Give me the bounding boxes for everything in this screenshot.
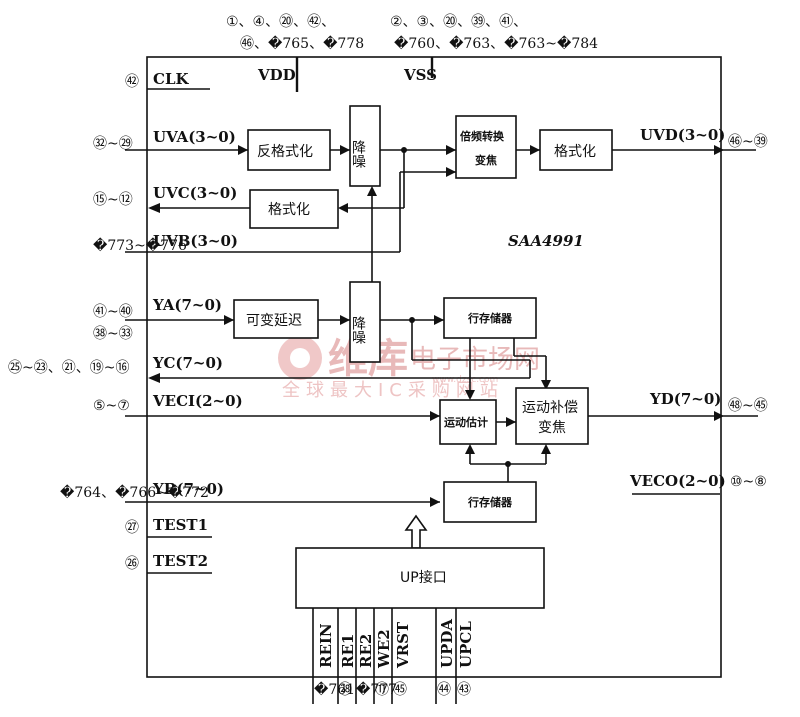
pin-uvc-label: UVC(3~0) (153, 184, 237, 202)
pin-re1-number: ㉘ (338, 682, 352, 698)
block-line-memory-2-label: 行存储器 (467, 495, 513, 509)
block-reformat (247, 129, 331, 171)
pin-veco-number: ⑩~⑧ (730, 474, 767, 490)
pin-clk-label: CLK (153, 70, 189, 88)
watermark: 维库 电子市场网 www.dzsc.com 全球最大IC采购网站 (278, 336, 540, 401)
block-noise-reduction-2-label: 降噪 (350, 316, 366, 344)
block-format-uvc-label: 格式化 (268, 202, 310, 218)
pin-clk-number: ㊷ (125, 74, 139, 90)
pin-upda-number: ㊹ (437, 682, 451, 698)
pin-we2-label: WE2 (375, 629, 393, 669)
vdd-pins-line1: ①、④、⑳、㊷、 (226, 14, 335, 30)
pin-yb-label: YB(7~0) (152, 480, 224, 498)
block-line-memory-1-label: 行存储器 (467, 311, 513, 325)
block-frequency-conversion-label2: 变焦 (475, 153, 497, 167)
pin-test1-number: ㉗ (125, 520, 139, 536)
pin-ya-number: ㊶~㊵ (93, 304, 133, 320)
block-up-interface-label: UP接口 (400, 569, 447, 586)
block-motion-estimation-label: 运动估计 (444, 415, 488, 429)
bottom-pins: REIN RE1 RE2 WE2 VRST UPDA UPCL �761 ㉘ �… (312, 608, 475, 704)
pin-upda-label: UPDA (438, 619, 456, 668)
block-format-uvc (249, 189, 339, 229)
vss-label: VSS (403, 66, 437, 84)
pin-uva-number: ㉜~㉙ (93, 136, 133, 152)
block-reformat-label: 反格式化 (257, 144, 313, 160)
pin-veci-label: VECI(2~0) (152, 392, 243, 410)
pin-re2-number: �777 (356, 681, 397, 698)
pin-upcl-number: ㊸ (457, 682, 471, 698)
chip-outline (146, 56, 722, 678)
block-noise-reduction-1-label: 降噪 (350, 140, 366, 168)
block-format-output-label: 格式化 (554, 144, 596, 160)
pin-test2-number: ㉖ (125, 556, 139, 572)
block-noise-reduction-2 (349, 281, 381, 363)
pin-uvb-label: UVB(3~0) (153, 232, 238, 250)
watermark-slogan: 全球最大IC采购网站 (282, 380, 504, 401)
block-motion-estimation (439, 399, 497, 445)
block-noise-reduction-1 (349, 105, 381, 187)
pin-vrst-label: VRST (394, 621, 412, 669)
watermark-url: www.dzsc.com (432, 375, 498, 385)
vdd-pins-line2: ㊻、�765、�778 (240, 35, 364, 52)
block-motion-compensation-label: 运动补偿 (522, 400, 578, 416)
vss-pins-line1: ②、③、⑳、㊴、㊶、 (390, 14, 527, 30)
up-interface-arrow-icon (404, 514, 428, 549)
pin-we2-number: ⑪ (375, 682, 389, 698)
pin-uvd-number: ㊻~㊴ (728, 134, 768, 150)
pin-uvb-number: �773~�776 (93, 237, 187, 254)
pin-uvc-number: ⑮~⑫ (93, 192, 133, 208)
pin-veci-number: ⑤~⑦ (93, 398, 130, 414)
block-format-output (539, 129, 613, 171)
block-line-memory-2 (443, 481, 537, 523)
pin-yc-label: YC(7~0) (152, 354, 223, 372)
pin-rein-label: REIN (317, 623, 335, 668)
block-up-interface (295, 547, 545, 609)
pin-vrst-number: ㊺ (393, 682, 407, 698)
chip-name: SAA4991 (508, 232, 584, 250)
pin-re2-label: RE2 (357, 634, 375, 668)
pin-veco-label: VECO(2~0) (629, 472, 726, 490)
vss-pins-line2: �760、�763、�763~�784 (394, 35, 598, 52)
pin-yd-label: YD(7~0) (649, 390, 721, 408)
pin-yc-number: ㉕~㉓、㉑、⑲~⑯ (8, 360, 129, 376)
block-motion-compensation-label2: 变焦 (538, 420, 566, 436)
block-frequency-conversion-label: 倍频转换 (460, 129, 505, 143)
block-motion-compensation (515, 387, 589, 445)
pin-ya-label: YA(7~0) (152, 296, 222, 314)
pin-upcl-label: UPCL (457, 621, 475, 668)
pin-ya2-number: ㊳~㉝ (93, 326, 133, 342)
pin-re1-label: RE1 (339, 634, 357, 668)
vdd-label: VDD (257, 66, 296, 84)
pin-test1-label: TEST1 (153, 516, 208, 534)
pin-uva-label: UVA(3~0) (153, 128, 236, 146)
pin-test2-label: TEST2 (153, 552, 208, 570)
pin-yd-number: ㊽~㊺ (728, 398, 768, 414)
block-frequency-conversion (455, 115, 517, 179)
pin-uvd-label: UVD(3~0) (640, 126, 725, 144)
block-variable-delay-label: 可变延迟 (246, 313, 302, 329)
block-line-memory-1 (443, 297, 537, 339)
pin-rein-number: �761 (314, 681, 355, 698)
block-variable-delay (233, 299, 319, 339)
pin-yb-number: �764、�766~�772 (60, 484, 209, 501)
